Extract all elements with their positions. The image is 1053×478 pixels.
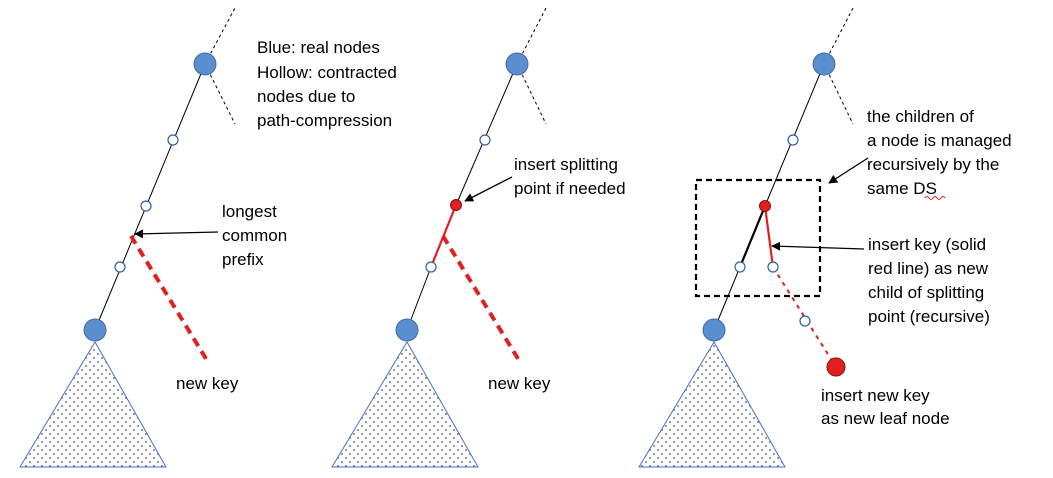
- tree-path-edge: [455, 63, 518, 206]
- hollow-node: [167, 134, 179, 146]
- annotation-line: insert splitting: [514, 155, 618, 174]
- hollow-node: [734, 261, 746, 273]
- new-key-dashed-edge: [441, 234, 522, 364]
- pointer-arrow: [134, 229, 219, 239]
- leaf-dotted-red-line: [772, 266, 837, 368]
- real-node: [812, 52, 836, 76]
- panel-3: the children of a node is managed recurs…: [638, 7, 1016, 468]
- legend-line: Blue: real nodes: [257, 38, 380, 57]
- dashed-edge-down-right: [516, 63, 547, 125]
- subtree-triangle: [331, 341, 479, 468]
- real-node: [395, 318, 419, 342]
- hollow-node: [114, 261, 126, 273]
- real-node: [193, 52, 217, 76]
- hollow-node: [479, 134, 491, 146]
- annotation-line: recursively by the: [867, 155, 999, 174]
- annotation-line: red line) as new: [868, 259, 989, 278]
- insert-key-solid-red-line: [763, 205, 775, 268]
- annotation-line: point if needed: [514, 179, 626, 198]
- pointer-arrow-children: [828, 157, 869, 184]
- annotation-line: longest: [222, 202, 277, 221]
- annotation-line: same DS: [867, 179, 937, 198]
- splitting-point-node: [450, 199, 462, 211]
- subtree-triangle: [19, 341, 167, 468]
- dashed-edge-up-right: [204, 7, 236, 65]
- annotation-line: prefix: [222, 250, 264, 269]
- annotation-children-managed: the children of a node is managed recurs…: [867, 107, 1016, 198]
- dashed-edge-down-right: [823, 63, 854, 125]
- annotation-line: a node is managed: [867, 131, 1012, 150]
- new-key-dashed-edge: [129, 234, 210, 364]
- hollow-node: [787, 134, 799, 146]
- panel-2: insert splitting point if needed new key: [331, 7, 626, 468]
- recursive-ds-box: [694, 178, 822, 298]
- annotation-insert-key: insert key (solid red line) as new child…: [868, 235, 993, 326]
- annotation-line: the children of: [867, 107, 974, 126]
- annotation-line: child of splitting: [868, 283, 984, 302]
- new-key-label: new key: [488, 374, 551, 393]
- annotation-line: common: [222, 226, 287, 245]
- annotation-longest-common-prefix: longest common prefix: [222, 202, 292, 269]
- hollow-node: [799, 315, 811, 327]
- hollow-node: [140, 200, 152, 212]
- legend-line: nodes due to: [257, 87, 355, 106]
- dashed-edge-up-right: [516, 7, 547, 65]
- dashed-edge-up-right: [823, 7, 854, 65]
- legend-line: path-compression: [257, 111, 392, 130]
- legend-line: Hollow: contracted: [257, 63, 397, 82]
- new-key-label: new key: [176, 374, 239, 393]
- subtree-triangle: [638, 341, 786, 468]
- hollow-node: [767, 261, 779, 273]
- tree-path-edge: [94, 63, 206, 331]
- pointer-arrow: [464, 176, 513, 202]
- real-node: [83, 318, 107, 342]
- splitting-point-node: [759, 200, 771, 212]
- annotation-line: insert new key: [821, 386, 930, 405]
- hollow-node: [425, 261, 437, 273]
- real-node: [702, 318, 726, 342]
- annotation-new-leaf: insert new key as new leaf node: [821, 386, 950, 428]
- annotation-line: point (recursive): [868, 307, 990, 326]
- spellcheck-underline: [924, 196, 946, 200]
- new-leaf-node: [826, 357, 846, 377]
- annotation-line: as new leaf node: [821, 409, 950, 428]
- pointer-arrow-insert-key: [771, 241, 865, 251]
- annotation-insert-splitting-point: insert splitting point if needed: [514, 155, 626, 198]
- panel-1: Blue: real nodes Hollow: contracted node…: [19, 7, 402, 468]
- dashed-edge-down-right: [204, 63, 236, 125]
- tree-path-edge-bold: [738, 205, 767, 268]
- legend-text: Blue: real nodes Hollow: contracted node…: [257, 38, 402, 130]
- annotation-line: insert key (solid: [868, 235, 986, 254]
- real-node: [505, 52, 529, 76]
